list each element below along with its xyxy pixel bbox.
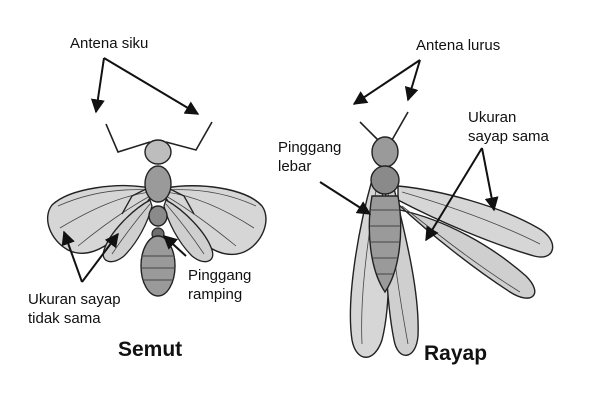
ant-waist-label: Pinggang ramping [188, 267, 252, 303]
termite-title: Rayap [424, 342, 488, 365]
ant-petiole [148, 205, 168, 227]
ant-thorax [144, 165, 172, 203]
ant-head [144, 139, 172, 165]
ant-arrows [61, 57, 200, 283]
ant-title: Semut [118, 338, 183, 361]
ant-antenna-label: Antena siku [70, 35, 149, 52]
termite-right-wings [397, 185, 554, 299]
ant-right-forewing [165, 185, 267, 256]
termite-arrows [319, 59, 499, 242]
termite-waist-label: Pinggang lebar [278, 139, 342, 175]
ant-right-hindwing [163, 199, 214, 263]
termite-illustration [349, 111, 554, 358]
termite-wing-size-label: Ukuran sayap sama [468, 109, 549, 145]
ant-antennae [105, 121, 213, 153]
termite-abdomen [368, 195, 402, 294]
ant-wing-size-label: Ukuran sayap tidak sama [28, 291, 121, 327]
ant-abdomen [140, 235, 176, 297]
termite-antennae [359, 111, 409, 141]
termite-head [371, 136, 399, 168]
termite-thorax [370, 165, 400, 195]
termite-antenna-label: Antena lurus [416, 37, 501, 54]
